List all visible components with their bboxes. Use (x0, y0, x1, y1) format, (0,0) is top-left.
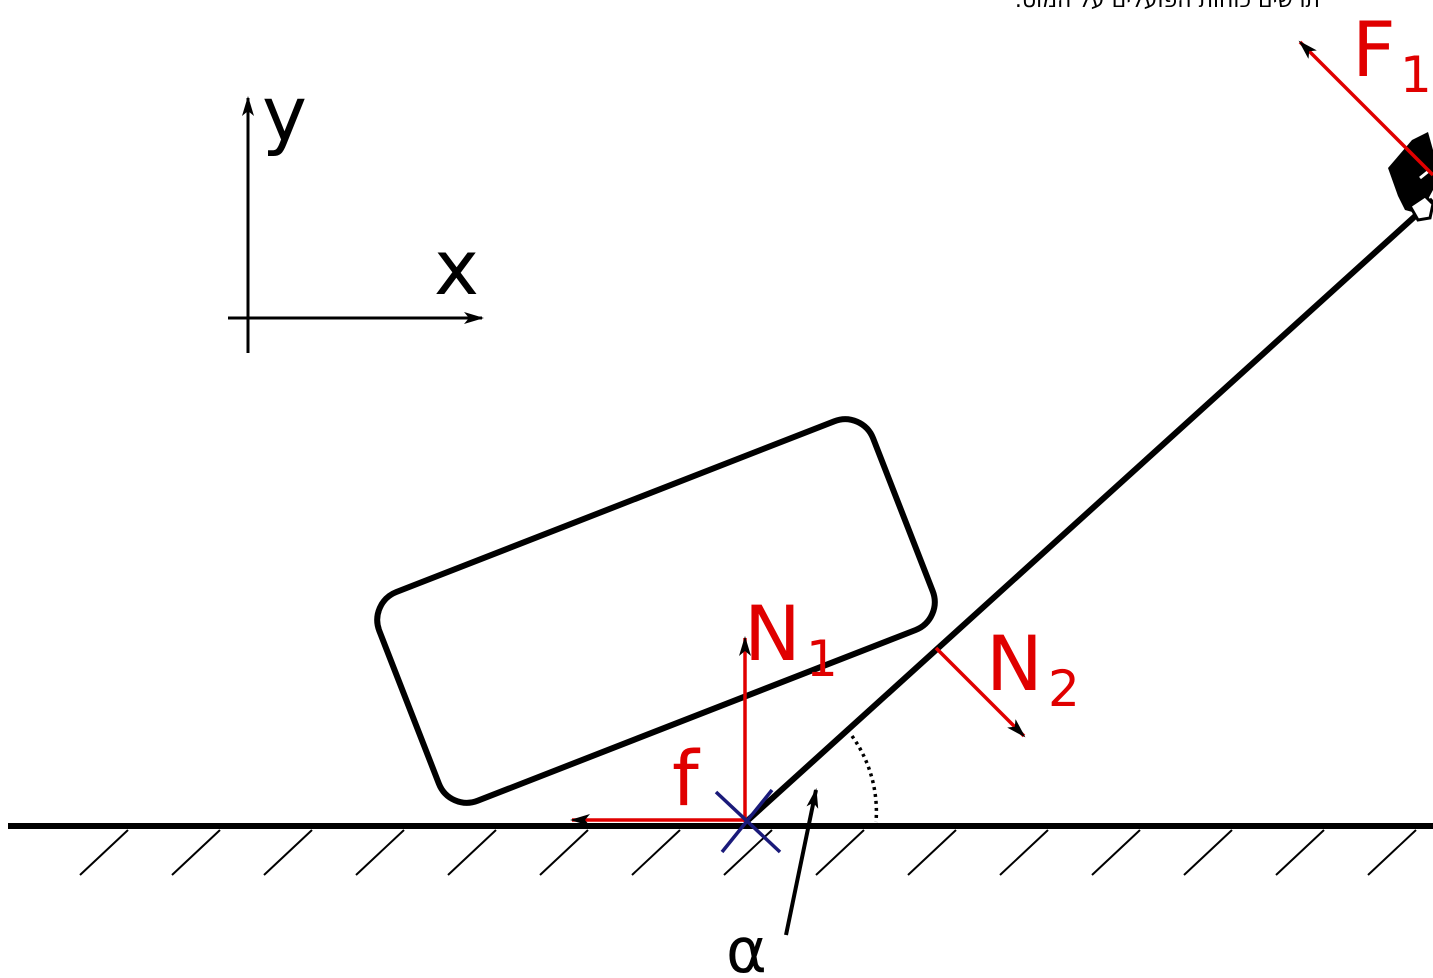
force-f1-subscript: 1 (1400, 46, 1432, 104)
normal-n1-subscript: 1 (806, 630, 838, 688)
angle-pointer-arrow (784, 788, 819, 936)
caption-text: תרשים כוחות הפועלים על המוט. (1014, 0, 1320, 13)
force-f1-arrow (1298, 40, 1433, 177)
angle-label: α (726, 914, 767, 978)
x-axis-label: x (434, 223, 479, 312)
friction-label: f (672, 734, 701, 823)
angle-arc (850, 734, 879, 823)
pivot-mark (714, 788, 782, 854)
force-f1-label: F (1352, 5, 1396, 94)
normal-n2-subscript: 2 (1048, 660, 1080, 718)
normal-n1-label: N (744, 589, 801, 678)
normal-n2-arrow (934, 646, 1026, 738)
block (374, 416, 938, 806)
normal-n2-label: N (986, 619, 1043, 708)
ground-hatching (79, 829, 1417, 876)
hand-icon (1388, 132, 1433, 222)
y-axis-label: y (262, 69, 307, 158)
rod (743, 197, 1433, 825)
